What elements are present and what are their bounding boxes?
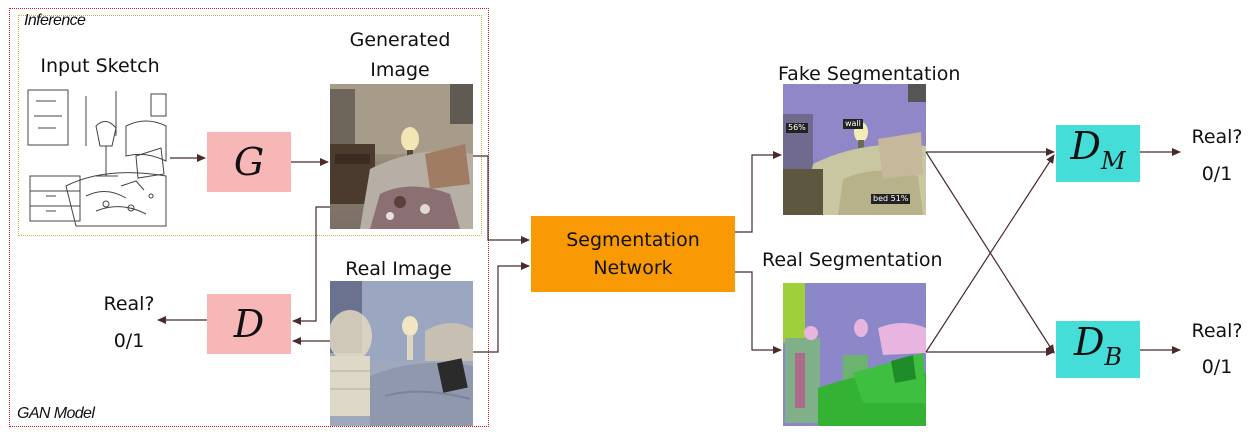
generated-image-label-line1: Generated xyxy=(349,29,451,51)
discriminator-box: D xyxy=(207,294,291,354)
gan-model-label: GAN Model xyxy=(17,405,95,422)
generated-image-label-line2: Image xyxy=(370,59,430,81)
arrow-seg-to-fake xyxy=(735,151,782,233)
real-question-bottom-right: Real? xyxy=(1191,320,1243,342)
arrow-seg-to-real xyxy=(735,271,782,354)
real-question-top-right: Real? xyxy=(1191,126,1243,148)
zero-one-top-right: 0/1 xyxy=(1201,163,1233,185)
discriminator-symbol: D xyxy=(233,302,265,346)
generated-image xyxy=(330,84,473,229)
arrow-real-to-dm xyxy=(925,154,1055,353)
segmentation-network-line2: Network xyxy=(593,257,673,279)
fake-seg-tag-bed: bed 51% xyxy=(871,194,911,204)
db-discriminator-box: DB xyxy=(1056,321,1140,378)
generator-box: G xyxy=(207,132,291,192)
real-image xyxy=(330,281,473,426)
real-question-left: Real? xyxy=(103,293,155,315)
generator-symbol: G xyxy=(233,140,265,184)
inference-region xyxy=(18,15,482,236)
fake-segmentation-label: Fake Segmentation xyxy=(778,63,961,85)
db-symbol: DB xyxy=(1073,320,1123,371)
fake-seg-tag-wall: wall xyxy=(843,119,863,129)
arrow-generated-to-seg xyxy=(473,155,530,244)
segmentation-network-line1: Segmentation xyxy=(566,229,700,251)
arrow-generated-to-d xyxy=(292,206,330,325)
segmentation-network-box: Segmentation Network xyxy=(531,216,735,292)
input-sketch-label: Input Sketch xyxy=(40,55,160,77)
real-image-label: Real Image xyxy=(345,258,452,280)
input-sketch-image xyxy=(26,86,170,229)
real-segmentation-label: Real Segmentation xyxy=(762,249,943,271)
fake-seg-tag-pct: 56% xyxy=(786,123,808,133)
dm-discriminator-box: DM xyxy=(1056,125,1140,182)
zero-one-bottom-right: 0/1 xyxy=(1201,356,1233,378)
dm-symbol: DM xyxy=(1070,124,1126,175)
zero-one-left: 0/1 xyxy=(113,330,145,352)
inference-label: Inference xyxy=(24,12,86,29)
arrow-real-to-seg xyxy=(473,262,530,353)
fake-segmentation-image: 56% wall bed 51% xyxy=(783,84,926,215)
real-segmentation-image xyxy=(783,283,926,426)
